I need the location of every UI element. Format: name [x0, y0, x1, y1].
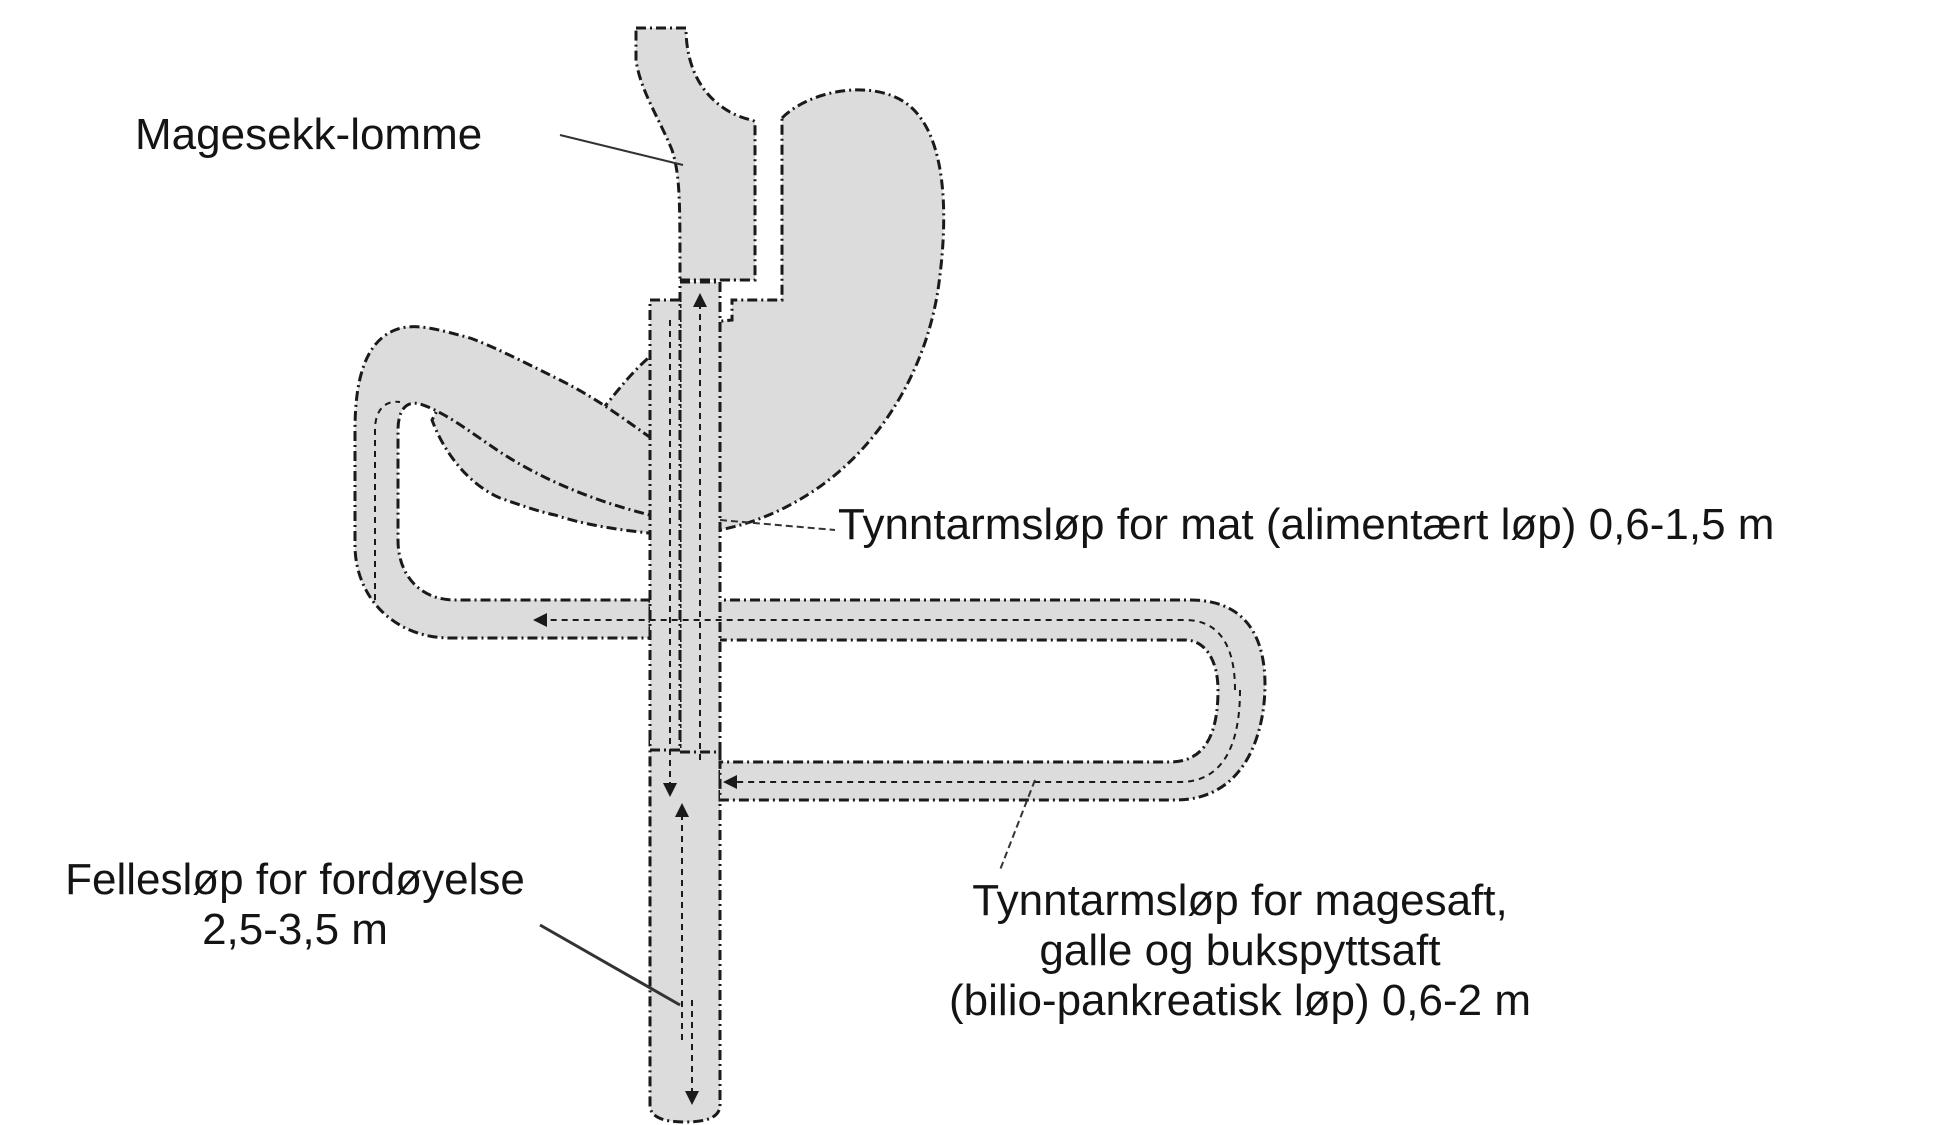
common-channel-label-line2: 2,5-3,5 m	[15, 905, 575, 955]
biliopancreatic-limb	[650, 600, 1265, 800]
common-channel-overlay	[650, 300, 680, 750]
common-channel-label-line1: Fellesløp for fordøyelse	[15, 855, 575, 905]
pouch-leader	[560, 135, 683, 165]
biliopancreatic-limb-label: Tynntarmsløp for magesaft, galle og buks…	[880, 876, 1600, 1026]
common-channel	[650, 740, 720, 1122]
alimentary-limb-label: Tynntarmsløp for mat (alimentært løp) 0,…	[838, 500, 1774, 550]
pouch-label: Magesekk-lomme	[135, 110, 482, 160]
esophagus	[636, 28, 755, 282]
common-channel-label: Fellesløp for fordøyelse 2,5-3,5 m	[15, 855, 575, 955]
biliopancreatic-label-line2: galle og bukspyttsaft	[880, 926, 1600, 976]
biliopancreatic-label-line1: Tynntarmsløp for magesaft,	[880, 876, 1600, 926]
biliopancreatic-label-line3: (bilio-pankreatisk løp) 0,6-2 m	[880, 976, 1600, 1026]
